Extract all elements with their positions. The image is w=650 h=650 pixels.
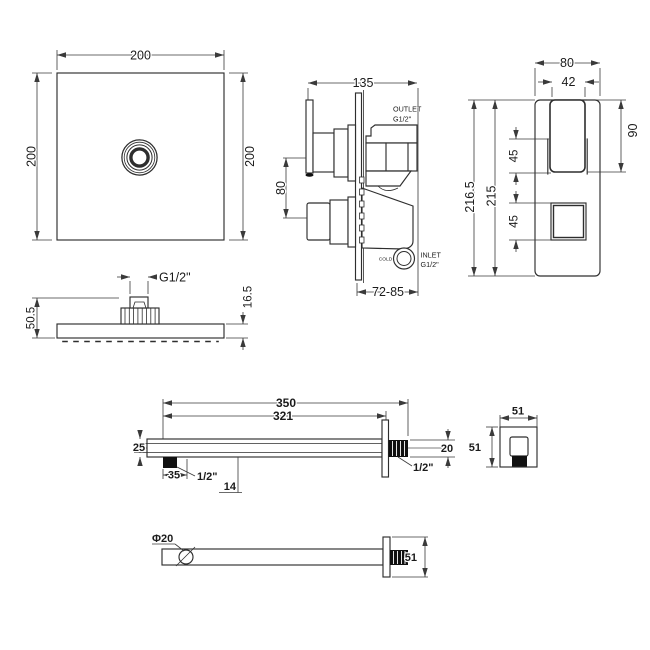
hole-dia-label: Φ20 [152,533,173,545]
wall-flange-bottom [382,536,391,578]
dim-label-depth-range: 72-85 [372,285,404,299]
dim-label-wall-thread-dia: 20 [441,443,453,455]
arm-tube-bottom [161,548,384,566]
dim-head-width: 200 [56,47,225,70]
valve-front-view: 80 42 216.5 215 [462,55,641,277]
dim-label-thread-size: G1/2" [159,271,191,285]
inlet-label: INLET [421,251,442,260]
bottom-handle-front [550,202,587,241]
showerhead-side-view: G1/2" 50.5 16.5 [24,269,256,350]
dim-label-flange-width: 51 [512,406,524,418]
wall-thread-size-callout: 1/2" [397,456,435,475]
dim-tube-size: 25 [132,430,146,466]
head-thread-size-callout: 1/2" [176,466,219,484]
head-thread-size-label: 1/2" [197,471,218,483]
dim-flange-size: 51 [392,536,428,578]
top-lever-handle [305,99,357,182]
dim-handle-height: 90 [587,99,641,173]
dim-flange-height: 51 [468,426,498,468]
top-handle-front [547,99,588,175]
dim-label-flange-size: 51 [405,552,417,564]
dim-label-flange-height: 51 [469,442,481,454]
dim-valve-width: 135 [307,75,419,296]
wall-end-thread [388,440,408,457]
dim-label-plate-thickness: 16.5 [243,286,255,308]
dim-depth-range: 72-85 [356,283,418,300]
thread-section [512,456,527,467]
arm-end-view: 51 51 [468,404,538,468]
dim-label-arm-total-length: 350 [276,396,296,410]
mounting-screws [359,176,365,244]
dim-head-thread-offset: 35 [162,459,188,483]
outlet-size-label: G1/2" [393,115,412,124]
dim-upper-offset: 45 [507,127,551,185]
dim-label-head-width: 200 [130,49,151,63]
dim-handle-spacing: 80 [273,157,307,219]
valve-side-view: 135 [273,75,442,300]
arm-side-view: 350 321 25 3 [132,395,455,494]
valve-trim-plate-edge [354,92,363,281]
dim-label-upper-offset: 45 [509,150,521,163]
dim-total-height: 216.5 [462,99,535,277]
dim-offset-14: 14 [219,457,242,494]
dim-handle-width: 42 [538,74,599,97]
dim-label-head-side-height: 50.5 [26,307,38,329]
dim-arm-total-length: 350 [162,395,409,439]
dim-head-side-height: 50.5 [24,297,119,339]
dim-wall-thread-dia: 20 [410,429,455,468]
showerhead-nozzle-center [121,139,158,176]
bottom-knob-handle [306,196,357,248]
valve-body [359,124,418,270]
wall-thread-bottom [390,550,408,565]
cold-label: COLD [379,257,393,263]
dim-label-offset-14: 14 [224,481,237,493]
inlet-hole [175,546,196,567]
dim-head-height-left: 200 [23,72,52,241]
dim-label-handle-spacing: 80 [274,181,288,195]
dim-label-handle-width: 42 [562,75,576,89]
arm-bottom-view: Φ20 51 [151,532,428,578]
wall-flange-side [381,419,390,478]
mounting-nut [120,307,160,325]
dim-label-head-height-right: 200 [243,146,257,167]
showerhead-plate-side [56,323,225,339]
wall-thread-size-label: 1/2" [413,462,434,474]
showerhead-top-view: 200 200 200 [23,47,258,241]
dim-label-valve-width: 135 [353,76,374,90]
inlet-size-label: G1/2" [421,260,440,269]
dim-label-head-height-left: 200 [25,146,39,167]
arm-tube-side [134,438,383,458]
dim-plate-thickness: 16.5 [226,285,256,350]
dim-label-total-height: 216.5 [463,181,477,212]
dim-label-tube-size: 25 [133,442,145,454]
thread-connector [129,296,149,309]
dim-thread-size: G1/2" [117,269,192,294]
dim-lower-offset: 45 [507,191,551,252]
dim-label-head-thread-offset: 35 [168,470,180,482]
dim-label-arm-body-length: 321 [273,409,293,423]
dim-label-plate-height: 215 [485,186,499,207]
dim-label-lower-offset: 45 [509,215,521,228]
hole-dia-callout: Φ20 [151,532,185,552]
dim-flange-width: 51 [499,404,538,427]
dim-label-front-width: 80 [560,56,574,70]
showerhead-plate-outline [56,72,225,241]
dim-plate-height: 215 [483,100,500,276]
outlet-label: OUTLET [393,105,422,114]
head-end-thread [163,457,177,468]
dim-label-handle-height: 90 [626,124,640,138]
dim-head-height-right: 200 [229,72,258,241]
dim-front-width: 80 [534,55,601,96]
dim-arm-body-length: 321 [163,408,387,424]
